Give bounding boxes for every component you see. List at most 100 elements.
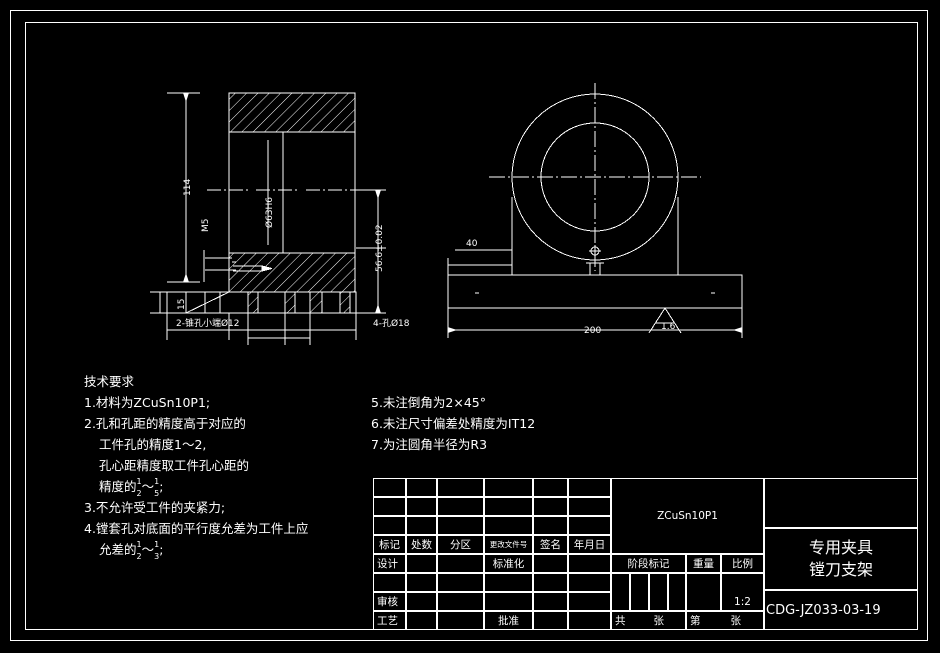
header-date: 年月日: [568, 535, 611, 554]
rev-cell-r3c2[interactable]: [406, 516, 437, 535]
scale-label: 比例: [721, 554, 764, 573]
row2-c1[interactable]: [373, 573, 406, 592]
tech-note-5: 5.未注倒角为2×45°: [371, 395, 487, 410]
row-design-label: 设计: [373, 554, 406, 573]
rev-cell-r1c1[interactable]: [373, 478, 406, 497]
tech-note-1: 1.材料为ZCuSn10P1;: [84, 395, 211, 410]
row2-c3[interactable]: [437, 573, 484, 592]
part-title-cell: 专用夹具 镗刀支架: [764, 528, 918, 590]
rev-cell-r1c3[interactable]: [437, 478, 484, 497]
drawing-number-cell: CDG-JZ033-03-19: [764, 590, 918, 630]
dim-40: 40: [466, 239, 478, 249]
row-approve-label: 批准: [484, 611, 533, 630]
sheet-total: 共 张: [611, 611, 686, 630]
row-process-c6[interactable]: [568, 611, 611, 630]
rev-cell-r3c6[interactable]: [568, 516, 611, 535]
stage-mark-label: 阶段标记: [611, 554, 686, 573]
rev-cell-r1c5[interactable]: [533, 478, 568, 497]
tech-note-7: 7.为注圆角半径为R3: [371, 437, 488, 452]
scale-value: 1:2: [721, 573, 764, 611]
row2-c4[interactable]: [484, 573, 533, 592]
surface-finish-value: 1.6: [661, 322, 676, 332]
row-review-c2[interactable]: [406, 592, 437, 611]
row2-c2[interactable]: [406, 573, 437, 592]
tech-note-2d-text: 精度的: [99, 479, 137, 494]
dim-200: 200: [584, 326, 602, 336]
header-signature: 签名: [533, 535, 568, 554]
semicolon-b: ;: [159, 542, 164, 557]
row-process-c2[interactable]: [406, 611, 437, 630]
note-taper-hole: 2-锥孔小端Ø12: [176, 319, 240, 329]
header-mark: 标记: [373, 535, 406, 554]
part-title-line1: 专用夹具: [808, 538, 873, 557]
stage-cell-4[interactable]: [668, 573, 686, 611]
row-process-c3[interactable]: [437, 611, 484, 630]
row-design-c6[interactable]: [568, 554, 611, 573]
tech-note-4b-text: 允差的: [99, 542, 137, 557]
rev-cell-r2c1[interactable]: [373, 497, 406, 516]
header-zone: 分区: [437, 535, 484, 554]
rev-cell-r3c5[interactable]: [533, 516, 568, 535]
sheet-total-prefix: 共: [615, 615, 626, 627]
tech-note-3: 3.不允许受工件的夹紧力;: [84, 500, 226, 515]
row-process-c5[interactable]: [533, 611, 568, 630]
row2-c6[interactable]: [568, 573, 611, 592]
note-four-holes: 4-孔Ø18: [373, 319, 410, 329]
sheet-border-outer: [10, 10, 928, 641]
rev-cell-r2c2[interactable]: [406, 497, 437, 516]
row-design-c2[interactable]: [406, 554, 437, 573]
row-review-c5[interactable]: [533, 592, 568, 611]
row-review-c4[interactable]: [484, 592, 533, 611]
row2-c5[interactable]: [533, 573, 568, 592]
rev-cell-r1c2[interactable]: [406, 478, 437, 497]
tilde-a: ～: [141, 479, 155, 494]
row-standardize-label: 标准化: [484, 554, 533, 573]
row-design-c5[interactable]: [533, 554, 568, 573]
sheet-index: 第 张: [686, 611, 764, 630]
rev-cell-r2c5[interactable]: [533, 497, 568, 516]
stage-cell-2[interactable]: [630, 573, 649, 611]
tilde-b: ～: [141, 542, 155, 557]
rev-cell-r3c3[interactable]: [437, 516, 484, 535]
rev-cell-r3c1[interactable]: [373, 516, 406, 535]
dim-center-height: 56.6±0.02: [375, 224, 385, 272]
sheet-index-suffix: 张: [730, 615, 742, 627]
title-block: 标记 处数 分区 更改文件号 签名 年月日 设计 标准化 审核 工艺 批准 ZC…: [373, 478, 918, 630]
tech-note-2b: 工件孔的精度1～2,: [99, 437, 207, 452]
sheet-index-prefix: 第: [690, 615, 701, 627]
stage-cell-1[interactable]: [611, 573, 630, 611]
rev-cell-r2c6[interactable]: [568, 497, 611, 516]
tech-note-2: 2.孔和孔距的精度高于对应的: [84, 416, 246, 431]
rev-cell-r1c4[interactable]: [484, 478, 533, 497]
part-name-cell: [764, 478, 918, 528]
dim-base-thickness-15: 15: [177, 298, 187, 310]
weight-value[interactable]: [686, 573, 721, 611]
row-review-label: 审核: [373, 592, 406, 611]
part-title-line2: 镗刀支架: [808, 560, 873, 579]
rev-cell-r2c3[interactable]: [437, 497, 484, 516]
header-count: 处数: [406, 535, 437, 554]
tech-note-4: 4.镗套孔对底面的平行度允差为工件上应: [84, 521, 309, 536]
material-cell: ZCuSn10P1: [611, 478, 764, 554]
tech-note-2c: 孔心距精度取工件孔心距的: [99, 458, 250, 473]
row-process-label: 工艺: [373, 611, 406, 630]
stage-cell-3[interactable]: [649, 573, 668, 611]
rev-cell-r1c6[interactable]: [568, 478, 611, 497]
rev-cell-r3c4[interactable]: [484, 516, 533, 535]
tech-notes-heading: 技术要求: [84, 374, 135, 389]
dim-height-114: 114: [183, 178, 193, 196]
row-review-c6[interactable]: [568, 592, 611, 611]
row-design-c3[interactable]: [437, 554, 484, 573]
dim-thread-m5: M5: [201, 218, 211, 233]
tech-note-6: 6.未注尺寸偏差处精度为IT12: [371, 416, 536, 431]
rev-cell-r2c4[interactable]: [484, 497, 533, 516]
row-review-c3[interactable]: [437, 592, 484, 611]
dim-bore-63h6: Ø63H6: [265, 196, 275, 228]
semicolon-a: ;: [159, 479, 164, 494]
